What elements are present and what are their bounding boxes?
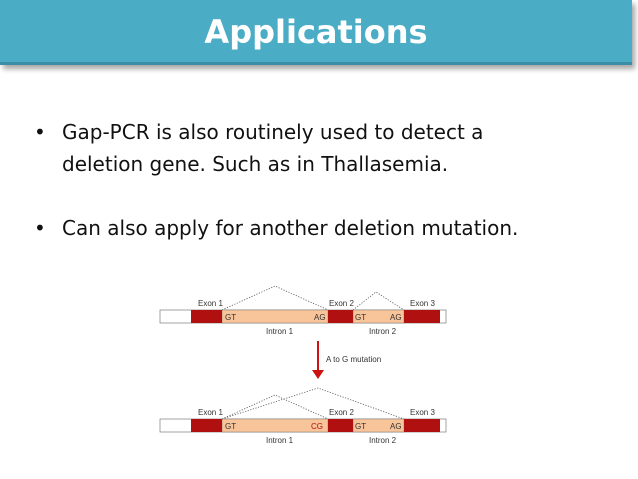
splice-site-ag: AG bbox=[314, 313, 326, 322]
bullet-line: Gap-PCR is also routinely used to detect… bbox=[62, 120, 484, 144]
bullet-item: • Gap-PCR is also routinely used to dete… bbox=[34, 116, 614, 180]
arrow-head bbox=[312, 370, 324, 379]
mutation-arrow: A to G mutation bbox=[312, 341, 381, 379]
splice-site-gt: GT bbox=[355, 313, 366, 322]
exon-1-label: Exon 1 bbox=[198, 408, 223, 417]
title-bar: Applications bbox=[0, 0, 632, 65]
splice-site-ag: AG bbox=[390, 313, 402, 322]
bullet-list: • Gap-PCR is also routinely used to dete… bbox=[34, 116, 614, 276]
intron-2-label: Intron 2 bbox=[369, 436, 397, 445]
exon-3 bbox=[404, 419, 440, 432]
exon-2-label: Exon 2 bbox=[329, 408, 354, 417]
bullet-item: • Can also apply for another deletion mu… bbox=[34, 212, 614, 244]
exon-2 bbox=[328, 310, 353, 323]
intron-2-label: Intron 2 bbox=[369, 327, 397, 336]
exon-2-label: Exon 2 bbox=[329, 299, 354, 308]
splice-site-ag: AG bbox=[390, 422, 402, 431]
exon-1 bbox=[191, 419, 222, 432]
exon-3-label: Exon 3 bbox=[410, 299, 435, 308]
exon-1 bbox=[191, 310, 222, 323]
gene-bottom: Exon 1 Exon 2 Exon 3 GT CG GT AG Intron … bbox=[159, 387, 447, 445]
splice-site-gt: GT bbox=[355, 422, 366, 431]
mutated-site-cg: CG bbox=[311, 422, 323, 431]
bullet-dot: • bbox=[34, 120, 46, 144]
mutation-label: A to G mutation bbox=[326, 355, 381, 364]
splice-line bbox=[352, 291, 405, 311]
splice-line bbox=[221, 394, 329, 420]
exon-3 bbox=[404, 310, 440, 323]
gene-top: Exon 1 Exon 2 Exon 3 GT AG GT AG Intron … bbox=[159, 285, 447, 336]
slide-title: Applications bbox=[204, 13, 428, 51]
bullet-dot: • bbox=[34, 216, 46, 240]
splice-site-gt: GT bbox=[225, 313, 236, 322]
bullet-line: Can also apply for another deletion muta… bbox=[62, 216, 519, 240]
splice-line bbox=[221, 285, 329, 311]
intron-1-label: Intron 1 bbox=[266, 327, 294, 336]
intron-1 bbox=[221, 309, 329, 324]
bullet-line: deletion gene. Such as in Thallasemia. bbox=[62, 152, 449, 176]
intron-1-label: Intron 1 bbox=[266, 436, 294, 445]
exon-1-label: Exon 1 bbox=[198, 299, 223, 308]
exon-3-label: Exon 3 bbox=[410, 408, 435, 417]
splice-site-gt: GT bbox=[225, 422, 236, 431]
splice-line bbox=[221, 387, 405, 420]
exon-2 bbox=[328, 419, 353, 432]
